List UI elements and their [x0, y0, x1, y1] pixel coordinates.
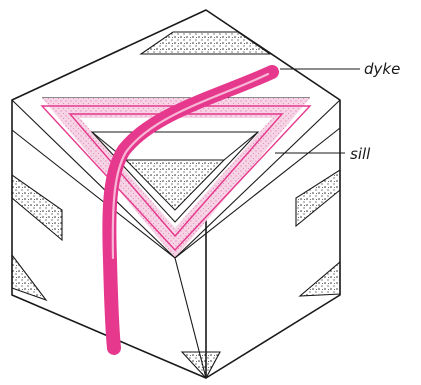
bottom-stipple	[182, 352, 220, 378]
sill-label: sill	[350, 145, 371, 163]
dyke-label: dyke	[364, 60, 400, 78]
left-upper-stipple	[12, 175, 62, 240]
right-lower-stipple	[300, 262, 340, 296]
left-lower-stipple	[12, 255, 46, 300]
right-upper-stipple	[296, 170, 340, 226]
top-stipple-band	[141, 32, 270, 54]
